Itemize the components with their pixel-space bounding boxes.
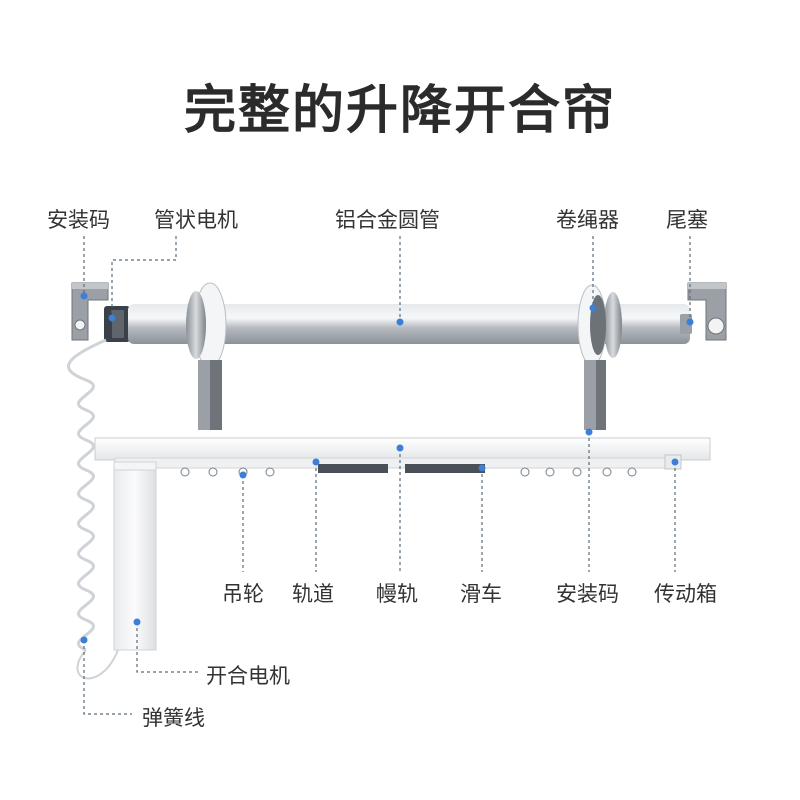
- tubular-motor: [104, 306, 130, 342]
- label-opening-motor: 开合电机: [206, 664, 290, 688]
- leader-lines: [83, 236, 691, 715]
- right-disc-group: [577, 284, 622, 366]
- label-rope-winder: 卷绳器: [556, 208, 619, 232]
- label-spring-wire: 弹簧线: [142, 706, 205, 730]
- sliders: [318, 464, 485, 473]
- label-pulley: 吊轮: [222, 582, 264, 606]
- spring-coil: [67, 338, 119, 680]
- label-end-plug: 尾塞: [666, 208, 708, 232]
- page-title: 完整的升降开合帘: [183, 81, 616, 141]
- left-disc-group: [186, 282, 227, 368]
- main-rail: [94, 437, 711, 469]
- label-mount-code-right: 安装码: [556, 582, 619, 606]
- label-tubular-motor: 管状电机: [154, 208, 238, 232]
- right-bracket: [687, 282, 727, 341]
- hanger-straps: [198, 360, 606, 430]
- left-bracket: [71, 282, 109, 341]
- label-gearbox: 传动箱: [654, 582, 717, 606]
- label-slow-rail: 幔轨: [376, 582, 418, 606]
- label-slider: 滑车: [460, 582, 502, 606]
- label-track: 轨道: [292, 582, 334, 606]
- callout-dots: [80, 292, 694, 644]
- label-mount-code-left: 安装码: [47, 208, 110, 232]
- label-aluminum-tube: 铝合金圆管: [335, 208, 440, 232]
